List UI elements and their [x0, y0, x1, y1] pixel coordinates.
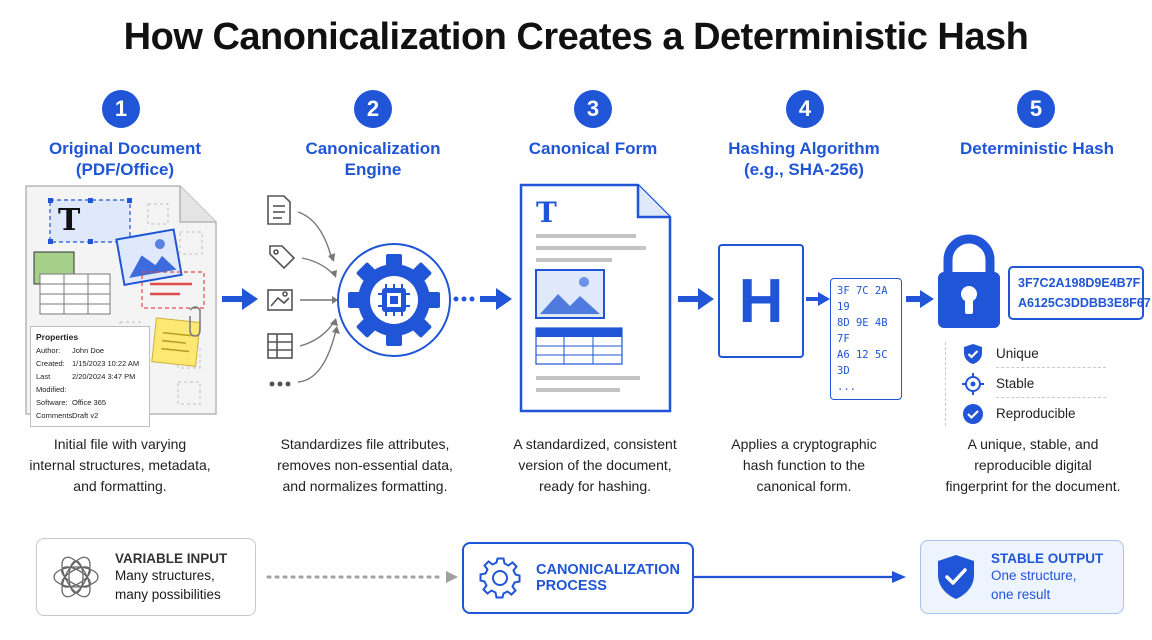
shield-check-icon — [964, 344, 982, 364]
step-4-number: 4 — [786, 90, 824, 128]
stable-output-box: STABLE OUTPUT One structure, one result — [920, 540, 1124, 614]
tangled-lines-icon — [53, 556, 99, 598]
hash-algorithm-box: H — [718, 244, 804, 358]
canonicalization-process-box: CANONICALIZATION PROCESS — [462, 542, 694, 614]
step-4-title: Hashing Algorithm(e.g., SHA-256) — [728, 139, 880, 179]
step-2-number: 2 — [354, 90, 392, 128]
step-5-number: 5 — [1017, 90, 1055, 128]
arrow-right-icon — [222, 288, 258, 310]
step-1-number: 1 — [102, 90, 140, 128]
arrow-right-icon — [453, 288, 512, 310]
arrow-right-icon — [694, 571, 906, 583]
canonicalization-engine-illustration — [267, 195, 451, 387]
document-text-glyph: T — [58, 203, 81, 238]
dotted-arrow — [266, 571, 458, 583]
lock-icon — [938, 234, 1000, 328]
step-1-title: Original Document(PDF/Office) — [48, 139, 202, 179]
crosshair-icon — [962, 373, 984, 395]
check-circle-icon — [963, 403, 983, 424]
property-stable: Stable — [962, 370, 1106, 398]
variable-input-box: VARIABLE INPUT Many structures, many pos… — [36, 538, 256, 616]
arrow-right-icon — [678, 288, 714, 310]
canonical-form-document — [519, 183, 672, 413]
step-2-description: Standardizes file attributes,removes non… — [277, 436, 453, 494]
hash-letter: H — [738, 266, 784, 336]
step-3-number: 3 — [574, 90, 612, 128]
canonical-text-glyph: T — [536, 196, 557, 229]
step-3-title: Canonical Form — [528, 139, 658, 158]
arrow-right-icon — [806, 292, 830, 306]
property-unique: Unique — [962, 340, 1106, 368]
properties-list-bracket — [945, 342, 953, 426]
arrow-right-icon — [906, 290, 934, 308]
step-5-title: Deterministic Hash — [960, 139, 1114, 158]
properties-panel: Properties Author:John Doe Created:1/15/… — [30, 326, 150, 427]
gear-icon — [479, 557, 521, 599]
shield-check-icon — [938, 555, 974, 599]
page-title: How Canonicalization Creates a Determini… — [123, 16, 1029, 58]
property-reproducible: Reproducible — [962, 400, 1106, 427]
